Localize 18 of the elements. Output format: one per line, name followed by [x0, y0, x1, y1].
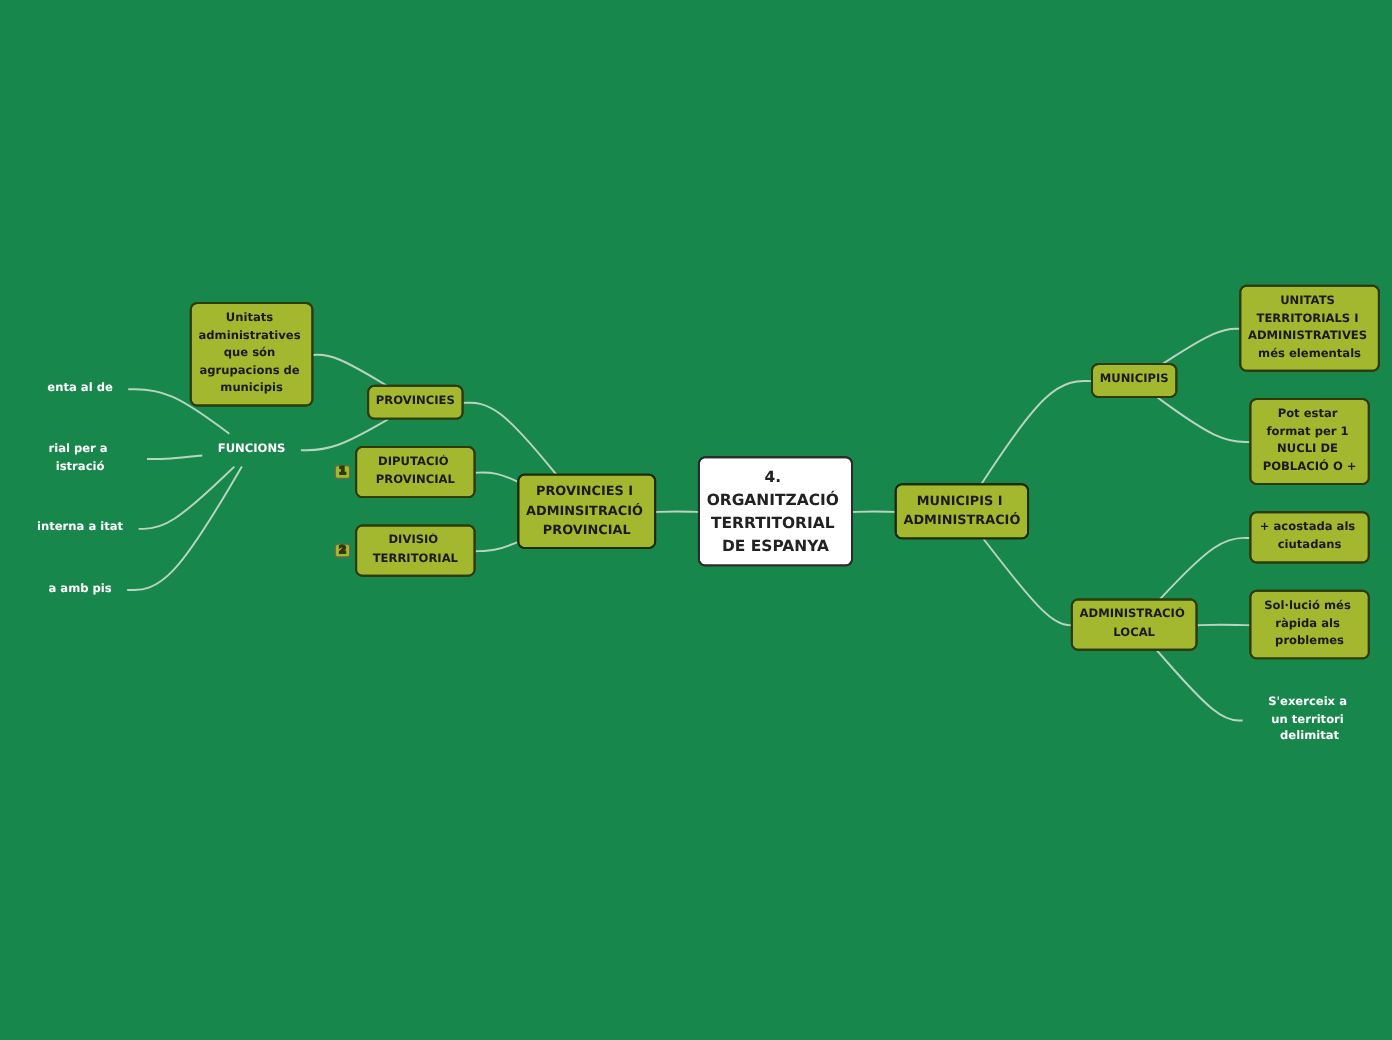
connector: [982, 538, 1074, 627]
connector: [1156, 396, 1252, 444]
connector: [137, 465, 236, 530]
connector: [979, 380, 1094, 486]
connector: [1158, 536, 1252, 602]
connector: [312, 353, 390, 388]
connector: [126, 465, 243, 591]
connector: [462, 401, 558, 477]
connector: [654, 510, 701, 513]
connector: [146, 454, 204, 460]
connector: [127, 388, 231, 435]
connector: [1196, 623, 1252, 627]
connector: [474, 540, 520, 553]
connector: [1155, 649, 1244, 722]
connector: [1160, 327, 1242, 366]
connector: [299, 418, 390, 452]
connector: [851, 510, 898, 513]
connector: [474, 471, 520, 484]
